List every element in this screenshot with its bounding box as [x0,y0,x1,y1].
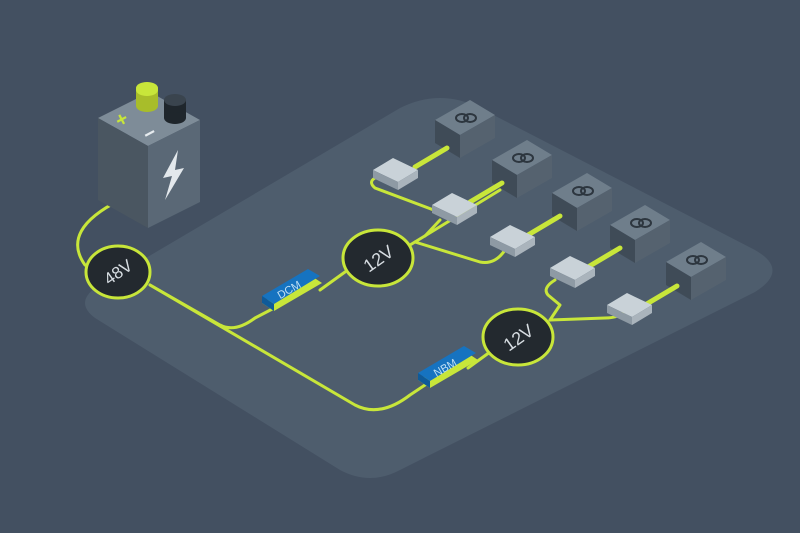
load-3 [490,173,612,257]
load-5 [607,242,726,325]
nbm-converter: NBM [418,346,478,388]
wire-12v-top-load2 [423,218,442,238]
load-1 [373,100,495,190]
node-12v-top: 12V [341,228,415,288]
load-5-connector [607,293,652,317]
node-12v-bottom: 12V [481,307,555,367]
wire-48v-nbm [148,283,430,412]
double-ring-icon [512,153,534,163]
load-1-connector [373,158,418,182]
load-4-connector [550,256,595,280]
wire-nbm-12v-bottom [466,350,492,370]
double-ring-icon [686,255,708,265]
loads [373,100,726,325]
load-4 [550,205,670,288]
load-2 [432,140,552,225]
double-ring-icon [630,218,652,228]
wire-12v-bottom-load5 [544,278,562,322]
load-3-connector [490,225,535,249]
double-ring-icon [572,186,594,196]
wire-dcm-12v-top [318,270,347,292]
wire-12v-top-load3 [413,240,507,264]
load-2-connector [432,193,477,217]
double-ring-icon [455,113,477,123]
lightning-bolt-icon [163,150,184,200]
battery: + − [98,82,200,228]
dcm-converter: DCM [262,269,322,311]
node-48v: 48V [84,244,152,300]
